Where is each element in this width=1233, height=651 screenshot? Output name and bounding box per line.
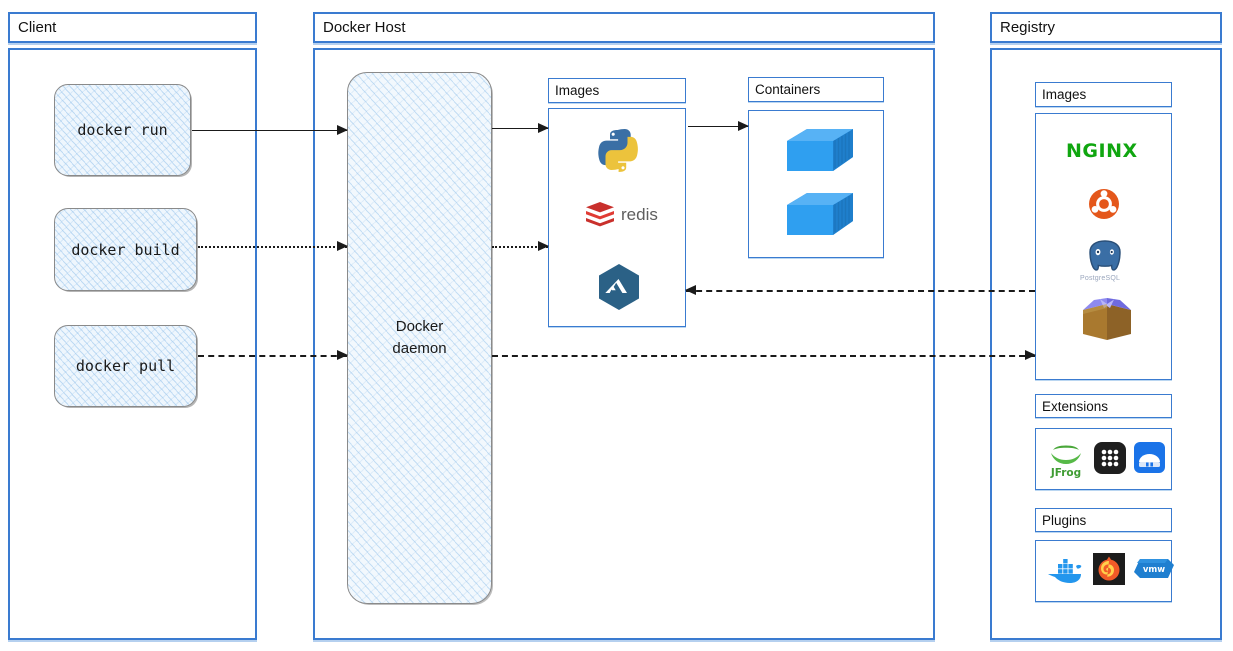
docker-daemon-box[interactable]: Docker daemon	[347, 72, 492, 604]
container-box-icon	[785, 127, 855, 175]
connector-line	[198, 246, 347, 248]
registry-plugins-panel-title: Plugins	[1042, 512, 1087, 528]
redis-wordmark: redis	[621, 205, 658, 224]
host-images-panel-header: Images	[548, 78, 686, 103]
docker-host-zone-header: Docker Host	[313, 12, 935, 43]
registry-extensions-panel-body: JFrog	[1035, 428, 1172, 490]
vmware-logo: vmw	[1134, 554, 1174, 584]
svg-text:vmw: vmw	[1143, 565, 1165, 575]
connector-line	[192, 130, 347, 131]
registry-plugins-panel-body: vmw	[1035, 540, 1174, 602]
host-images-panel-body: redis	[548, 108, 686, 327]
blue-app-logo	[1134, 442, 1165, 473]
host-images-panel-title: Images	[555, 83, 600, 98]
docker-whale-logo	[1046, 554, 1086, 586]
container-box-icon	[785, 191, 855, 239]
registry-zone-title: Registry	[1000, 19, 1056, 36]
arrow-head-icon	[538, 123, 549, 133]
postgresql-logo	[1086, 240, 1124, 274]
command-docker-pull-label: docker pull	[75, 357, 176, 375]
registry-zone-header: Registry	[990, 12, 1222, 43]
arrow-head-icon	[738, 121, 749, 131]
app-grid-logo	[1094, 442, 1126, 474]
command-docker-build[interactable]: docker build	[54, 208, 197, 291]
arrow-head-icon	[337, 241, 348, 251]
registry-images-panel-body: NGINX PostgreSQL	[1035, 113, 1172, 380]
containers-panel-title: Containers	[755, 82, 821, 97]
client-zone-header: Client	[8, 12, 257, 43]
containers-panel-body	[748, 110, 884, 258]
command-docker-run-label: docker run	[77, 121, 168, 139]
docker-host-zone-title: Docker Host	[323, 19, 406, 36]
command-docker-run[interactable]: docker run	[54, 84, 191, 176]
arrow-head-icon	[685, 285, 696, 295]
connector-line	[492, 355, 1035, 357]
grafana-logo	[1093, 553, 1125, 585]
package-box-logo	[1080, 296, 1134, 344]
connector-line	[492, 246, 548, 248]
alpine-logo	[597, 263, 641, 311]
postgresql-wordmark: PostgreSQL	[1080, 275, 1121, 282]
registry-extensions-panel-header: Extensions	[1035, 394, 1172, 418]
command-docker-build-label: docker build	[71, 240, 180, 259]
docker-daemon-label: Docker daemon	[392, 318, 447, 357]
arrow-head-icon	[538, 241, 549, 251]
command-docker-pull[interactable]: docker pull	[54, 325, 197, 407]
client-zone-title: Client	[18, 19, 57, 36]
connector-line	[492, 128, 548, 129]
registry-images-panel-header: Images	[1035, 82, 1172, 107]
arrow-head-icon	[337, 125, 348, 135]
connector-line	[688, 126, 748, 127]
arrow-head-icon	[1025, 350, 1036, 360]
connector-line	[198, 355, 347, 357]
connector-line	[686, 290, 1035, 292]
registry-extensions-panel-title: Extensions	[1042, 398, 1109, 414]
jfrog-logo: JFrog	[1047, 441, 1085, 479]
ubuntu-logo	[1088, 188, 1120, 220]
svg-text:JFrog: JFrog	[1050, 467, 1081, 479]
arrow-head-icon	[337, 350, 348, 360]
registry-images-panel-title: Images	[1042, 87, 1087, 102]
python-logo	[594, 127, 642, 175]
registry-plugins-panel-header: Plugins	[1035, 508, 1172, 532]
containers-panel-header: Containers	[748, 77, 884, 102]
nginx-logo: NGINX	[1066, 140, 1138, 162]
redis-logo	[585, 202, 615, 230]
